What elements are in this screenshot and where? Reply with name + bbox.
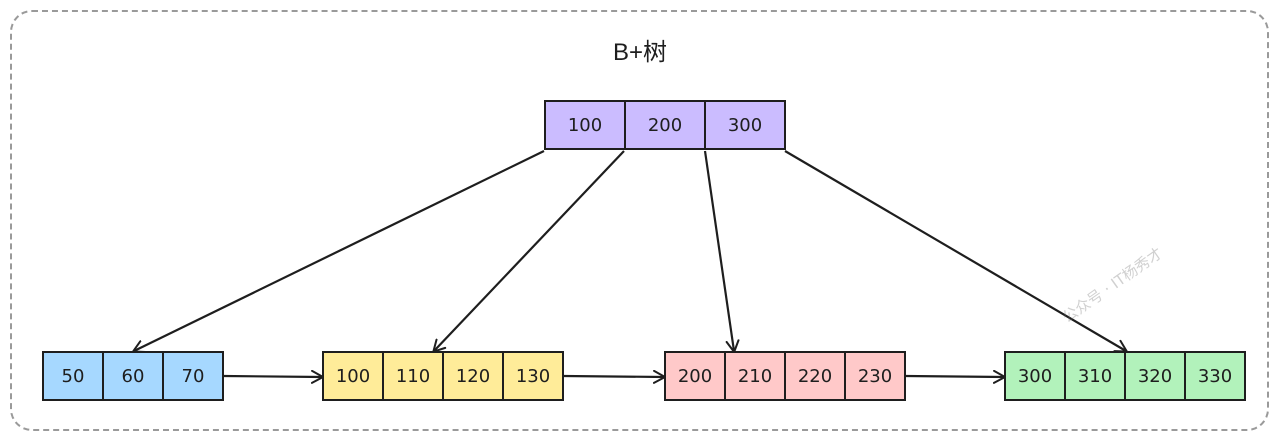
leaf-key: 300	[1004, 351, 1066, 401]
leaf-node-3: 200 210 220 230	[664, 351, 906, 401]
leaf-key: 120	[442, 351, 504, 401]
root-node: 100 200 300	[544, 100, 786, 150]
leaf-key: 320	[1124, 351, 1186, 401]
leaf-key: 130	[502, 351, 564, 401]
leaf-node-4: 300 310 320 330	[1004, 351, 1246, 401]
root-key: 200	[624, 100, 706, 150]
leaf-key: 60	[102, 351, 164, 401]
leaf-key: 230	[844, 351, 906, 401]
root-key: 300	[704, 100, 786, 150]
root-key: 100	[544, 100, 626, 150]
leaf-key: 50	[42, 351, 104, 401]
leaf-key: 70	[162, 351, 224, 401]
leaf-key: 200	[664, 351, 726, 401]
leaf-key: 210	[724, 351, 786, 401]
leaf-key: 330	[1184, 351, 1246, 401]
leaf-key: 310	[1064, 351, 1126, 401]
dashed-frame	[10, 10, 1269, 431]
leaf-node-2: 100 110 120 130	[322, 351, 564, 401]
leaf-key: 100	[322, 351, 384, 401]
leaf-key: 110	[382, 351, 444, 401]
leaf-key: 220	[784, 351, 846, 401]
leaf-node-1: 50 60 70	[42, 351, 224, 401]
diagram-title: B+树	[612, 39, 668, 66]
